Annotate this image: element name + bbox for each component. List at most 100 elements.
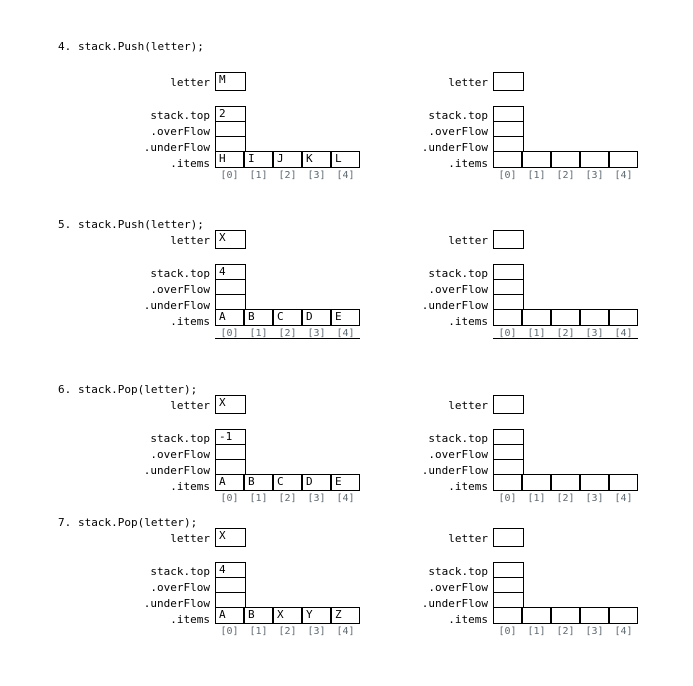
items-cell-2[interactable] xyxy=(551,474,580,491)
items-cell-1[interactable] xyxy=(522,309,551,326)
underflow-box[interactable] xyxy=(493,294,524,310)
items-cell-1[interactable] xyxy=(522,607,551,624)
stack-top-box[interactable] xyxy=(493,562,524,578)
overflow-box[interactable] xyxy=(215,279,246,295)
items-cell-0[interactable] xyxy=(493,151,522,168)
stack-field-labels: stack.top.overFlow.underFlow.items xyxy=(278,431,488,495)
items-cell-1[interactable] xyxy=(522,151,551,168)
items-cell-3[interactable] xyxy=(580,607,609,624)
index-label-2: [2] xyxy=(556,328,575,339)
items-label: .items xyxy=(448,480,488,493)
items-cell-3[interactable]: D xyxy=(302,474,331,491)
index-label-4: [4] xyxy=(336,493,355,504)
letter-value-box[interactable]: X xyxy=(215,528,246,547)
items-cell-3[interactable]: Y xyxy=(302,607,331,624)
index-label-1: [1] xyxy=(249,170,268,181)
stack-top-label: stack.top xyxy=(150,109,210,122)
items-cell-2[interactable]: X xyxy=(273,607,302,624)
items-cell-4[interactable] xyxy=(609,309,638,326)
overflow-box[interactable] xyxy=(215,577,246,593)
items-cell-4[interactable] xyxy=(609,474,638,491)
index-label-1: [1] xyxy=(527,328,546,339)
items-cell-0[interactable] xyxy=(493,474,522,491)
overflow-box[interactable] xyxy=(493,121,524,137)
overflow-box[interactable] xyxy=(215,121,246,137)
items-cell-1[interactable]: B xyxy=(244,607,273,624)
items-cell-0[interactable]: A xyxy=(215,607,244,624)
underflow-box[interactable] xyxy=(215,592,246,608)
items-cell-3[interactable] xyxy=(580,474,609,491)
overflow-label: .overFlow xyxy=(428,448,488,461)
index-label-1: [1] xyxy=(527,493,546,504)
underflow-box[interactable] xyxy=(493,592,524,608)
letter-value-box[interactable]: M xyxy=(215,72,246,91)
underflow-box[interactable] xyxy=(215,294,246,310)
index-label-4: [4] xyxy=(336,170,355,181)
letter-value-box[interactable] xyxy=(493,395,524,414)
index-label-3: [3] xyxy=(585,170,604,181)
underflow-box[interactable] xyxy=(493,459,524,475)
items-cell-2[interactable] xyxy=(551,309,580,326)
items-cell-1[interactable]: I xyxy=(244,151,273,168)
index-label-1: [1] xyxy=(527,626,546,637)
overflow-label: .overFlow xyxy=(150,283,210,296)
items-cell-3[interactable]: D xyxy=(302,309,331,326)
items-cell-3[interactable]: K xyxy=(302,151,331,168)
exercise-number: 5. xyxy=(58,218,72,231)
stack-top-box[interactable]: -1 xyxy=(215,429,246,445)
underflow-box[interactable] xyxy=(215,136,246,152)
exercise-number: 7. xyxy=(58,516,72,529)
items-cell-1[interactable] xyxy=(522,474,551,491)
underflow-label: .underFlow xyxy=(421,464,488,477)
items-cell-0[interactable] xyxy=(493,309,522,326)
section-separator-left xyxy=(215,338,360,339)
items-cell-2[interactable]: C xyxy=(273,474,302,491)
items-cell-4[interactable] xyxy=(609,151,638,168)
letter-value-box[interactable] xyxy=(493,528,524,547)
underflow-box[interactable] xyxy=(215,459,246,475)
items-cell-2[interactable] xyxy=(551,151,580,168)
letter-value-box[interactable] xyxy=(493,72,524,91)
index-label-1: [1] xyxy=(249,493,268,504)
index-label-0: [0] xyxy=(498,328,517,339)
stack-top-box[interactable]: 4 xyxy=(215,264,246,280)
underflow-box[interactable] xyxy=(493,136,524,152)
items-cell-4[interactable]: E xyxy=(331,309,360,326)
stack-top-box[interactable] xyxy=(493,106,524,122)
stack-top-box[interactable]: 2 xyxy=(215,106,246,122)
items-cell-0[interactable]: A xyxy=(215,474,244,491)
items-cell-0[interactable] xyxy=(493,607,522,624)
items-cell-4[interactable] xyxy=(609,607,638,624)
items-cell-4[interactable]: Z xyxy=(331,607,360,624)
index-label-3: [3] xyxy=(585,493,604,504)
overflow-box[interactable] xyxy=(493,444,524,460)
letter-value-box[interactable] xyxy=(493,230,524,249)
items-cell-3[interactable] xyxy=(580,151,609,168)
items-label: .items xyxy=(448,157,488,170)
index-label-4: [4] xyxy=(614,170,633,181)
index-label-2: [2] xyxy=(278,170,297,181)
items-cell-2[interactable]: J xyxy=(273,151,302,168)
items-cell-4[interactable]: L xyxy=(331,151,360,168)
items-cell-0[interactable]: A xyxy=(215,309,244,326)
stack-field-labels: stack.top.overFlow.underFlow.items xyxy=(0,108,210,172)
overflow-box[interactable] xyxy=(493,279,524,295)
items-cell-1[interactable]: B xyxy=(244,309,273,326)
items-cell-3[interactable] xyxy=(580,309,609,326)
overflow-box[interactable] xyxy=(215,444,246,460)
overflow-label: .overFlow xyxy=(150,581,210,594)
stack-top-box[interactable] xyxy=(493,264,524,280)
letter-value-box[interactable]: X xyxy=(215,230,246,249)
items-cell-2[interactable] xyxy=(551,607,580,624)
letter-value-box[interactable]: X xyxy=(215,395,246,414)
items-cell-4[interactable]: E xyxy=(331,474,360,491)
stack-top-box[interactable]: 4 xyxy=(215,562,246,578)
stack-top-box[interactable] xyxy=(493,429,524,445)
overflow-box[interactable] xyxy=(493,577,524,593)
index-label-4: [4] xyxy=(614,328,633,339)
items-cell-1[interactable]: B xyxy=(244,474,273,491)
items-label: .items xyxy=(170,613,210,626)
items-cell-2[interactable]: C xyxy=(273,309,302,326)
items-cell-0[interactable]: H xyxy=(215,151,244,168)
